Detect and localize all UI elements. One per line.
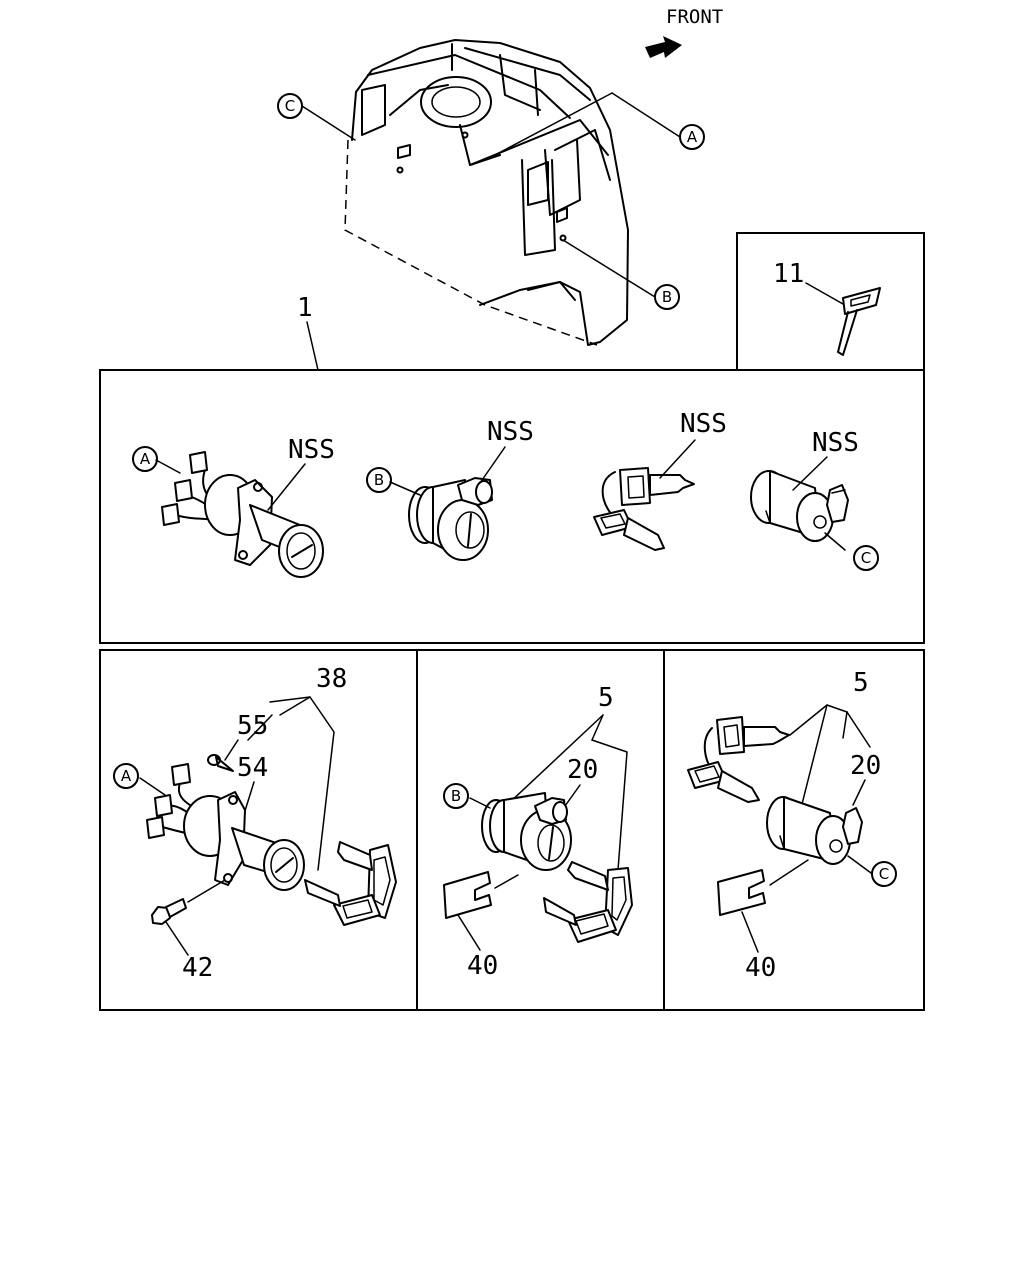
cab-drawing (344, 39, 629, 346)
door-lock-b-keys-icon (543, 861, 633, 943)
bolt-icon (151, 898, 187, 925)
svg-text:C: C (285, 97, 295, 115)
door-lock-c-box (663, 649, 925, 1011)
part-number-40-b: 40 (467, 951, 498, 981)
key-icon (837, 287, 881, 356)
part-number-1: 1 (297, 293, 313, 323)
ignition-keys-icon (304, 841, 397, 926)
ignition-switch-illustration (161, 451, 324, 578)
door-lock-illustration (408, 477, 493, 561)
part-number-20-b: 20 (567, 755, 598, 785)
svg-text:A: A (121, 767, 132, 785)
callout-a-cab: A (679, 124, 705, 150)
ignition-switch-detail (146, 763, 305, 891)
part-number-5-c: 5 (853, 668, 869, 698)
svg-text:B: B (451, 787, 461, 805)
part-number-42: 42 (182, 953, 213, 983)
callout-c-assembly: C (853, 545, 879, 571)
part-number-54: 54 (237, 753, 268, 783)
door-lock-c-keys-icon (687, 716, 790, 803)
callout-b-cab: B (654, 284, 680, 310)
assembly-box (99, 369, 925, 644)
part-number-38: 38 (316, 664, 347, 694)
part-number-5-b: 5 (598, 683, 614, 713)
clip-icon-b (443, 871, 492, 919)
callout-b-lock-set: B (443, 783, 469, 809)
svg-text:B: B (662, 288, 672, 306)
nss-label-ignition: NSS (288, 435, 335, 465)
svg-text:A: A (140, 450, 151, 468)
callout-a-assembly: A (132, 446, 158, 472)
nss-label-keys: NSS (680, 409, 727, 439)
clip-icon-c (717, 869, 766, 916)
front-arrow-icon (645, 36, 682, 58)
keys-illustration (593, 467, 695, 551)
svg-text:C: C (861, 549, 871, 567)
part-number-40-c: 40 (745, 953, 776, 983)
door-lock-c-illustration (750, 470, 849, 542)
svg-text:B: B (374, 471, 384, 489)
door-lock-b-detail (481, 792, 572, 871)
screw-icon (207, 754, 234, 772)
callout-a-ignition-set: A (113, 763, 139, 789)
part-number-55: 55 (237, 711, 268, 741)
nss-label-door-lock-c: NSS (812, 428, 859, 458)
front-label: FRONT (666, 6, 723, 28)
svg-text:A: A (687, 128, 698, 146)
svg-text:C: C (879, 865, 889, 883)
part-number-20-c: 20 (850, 751, 881, 781)
door-lock-c-detail (766, 796, 863, 865)
part-number-11: 11 (773, 259, 804, 289)
key-box (736, 232, 925, 371)
callout-b-assembly: B (366, 467, 392, 493)
callout-c-cab: C (277, 93, 303, 119)
callout-c-lock-set: C (871, 861, 897, 887)
nss-label-door-lock: NSS (487, 417, 534, 447)
